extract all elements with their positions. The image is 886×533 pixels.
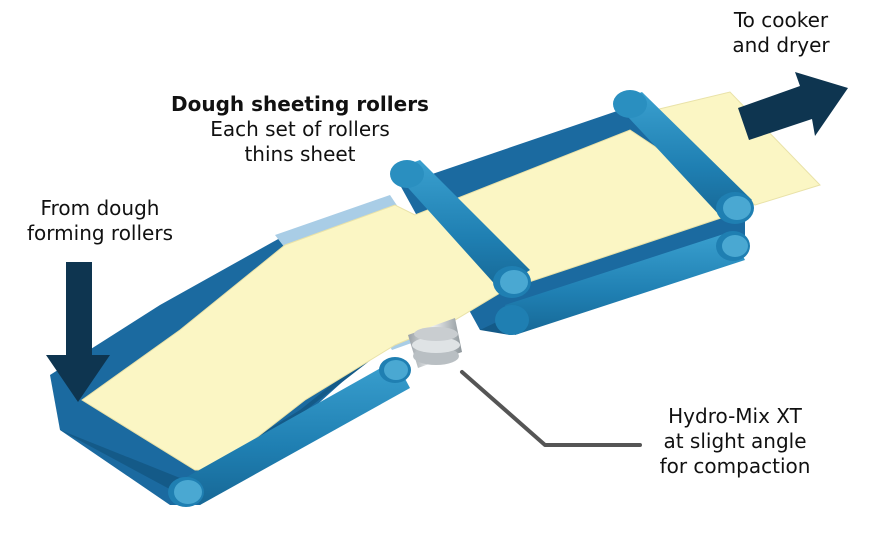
hydromix-label: Hydro-Mix XT at slight angle for compact… [630, 404, 840, 479]
cooker-dryer-label: To cooker and dryer [706, 8, 856, 58]
forming-rollers-label: From dough forming rollers [0, 196, 200, 246]
sheeting-roller-front [390, 160, 531, 298]
cooker-dryer-line-2: and dryer [732, 33, 830, 57]
sheeting-rollers-desc-1: Each set of rollers [210, 117, 390, 141]
belt-edge-strip [275, 195, 400, 248]
roller-mid-bottom [379, 357, 411, 383]
sheeting-rollers-title: Dough sheeting rollers [171, 92, 429, 116]
forming-rollers-line-2: forming rollers [27, 221, 173, 245]
roller-rear-bottom [495, 231, 750, 335]
forming-rollers-line-1: From dough [40, 196, 160, 220]
sheeting-roller-rear [613, 90, 754, 224]
roller-bottom-left [168, 360, 410, 507]
output-arrow-icon [738, 72, 848, 140]
sheeting-rollers-label: Dough sheeting rollers Each set of rolle… [150, 92, 450, 167]
hydromix-nozzle [408, 318, 462, 368]
hydromix-line-2: at slight angle [663, 429, 807, 453]
hydromix-line-3: for compaction [659, 454, 811, 478]
cooker-dryer-line-1: To cooker [733, 8, 829, 32]
hydromix-line-1: Hydro-Mix XT [668, 404, 802, 428]
input-arrow-icon [46, 262, 110, 402]
hydromix-leader-line [460, 370, 642, 447]
sheeting-rollers-desc-2: thins sheet [244, 142, 356, 166]
